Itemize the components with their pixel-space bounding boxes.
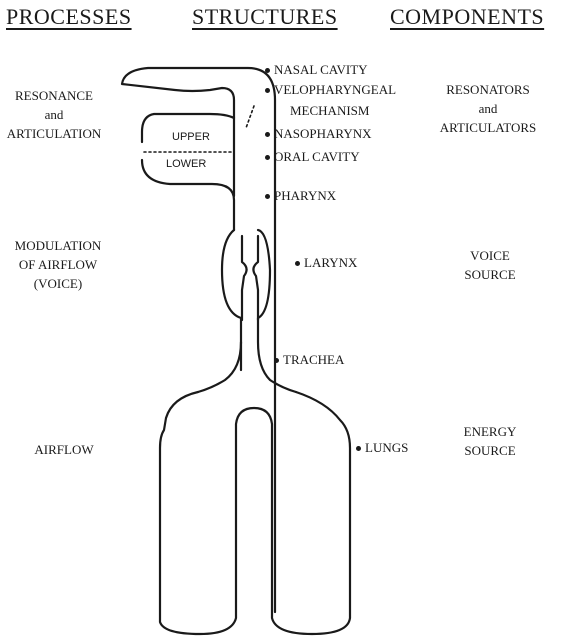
process-modulation-airflow: MODULATION OF AIRFLOW (VOICE): [10, 236, 106, 293]
structure-label: VELOPHARYNGEAL: [274, 82, 396, 97]
process-line: and: [6, 105, 102, 124]
structure-nasopharynx: NASOPHARYNX: [265, 126, 372, 141]
component-line: VOICE: [440, 246, 540, 265]
component-line: ARTICULATORS: [426, 118, 550, 137]
structure-label: NASOPHARYNX: [274, 126, 372, 141]
upper-label: UPPER: [172, 131, 210, 143]
process-resonance-articulation: RESONANCE and ARTICULATION: [6, 86, 102, 143]
structure-trachea: TRACHEA: [274, 352, 344, 367]
structure-label: LUNGS: [365, 440, 408, 455]
bullet-dot: [265, 88, 270, 93]
process-line: ARTICULATION: [6, 124, 102, 143]
process-line: RESONANCE: [6, 86, 102, 105]
vocal-fold-left: [242, 236, 247, 320]
structure-velopharyngeal: VELOPHARYNGEAL: [265, 82, 396, 97]
bullet-dot: [265, 194, 270, 199]
lower-oral-outline: [142, 160, 234, 230]
process-airflow: AIRFLOW: [16, 440, 112, 459]
lower-label: LOWER: [166, 158, 206, 170]
bullet-dot: [274, 358, 279, 363]
bullet-dot: [295, 261, 300, 266]
structure-larynx: LARYNX: [295, 255, 357, 270]
bullet-dot: [356, 446, 361, 451]
component-line: RESONATORS: [426, 80, 550, 99]
structure-pharynx: PHARYNX: [265, 188, 336, 203]
component-energy-source: ENERGY SOURCE: [440, 422, 540, 460]
component-line: and: [426, 99, 550, 118]
component-line: ENERGY: [440, 422, 540, 441]
larynx-left-outline: [198, 230, 241, 392]
bullet-dot: [265, 68, 270, 73]
lung-left: [160, 392, 350, 634]
process-line: (VOICE): [10, 274, 106, 293]
structure-mechanism: MECHANISM: [290, 103, 369, 118]
nasal-cavity-outline: [122, 68, 275, 612]
component-resonators-articulators: RESONATORS and ARTICULATORS: [426, 80, 550, 137]
component-line: SOURCE: [440, 265, 540, 284]
structure-label: TRACHEA: [283, 352, 344, 367]
vocal-fold-right: [253, 236, 258, 320]
structure-label: MECHANISM: [290, 103, 369, 118]
velopharyngeal-dotted: [246, 106, 254, 128]
bullet-dot: [265, 132, 270, 137]
structure-label: LARYNX: [304, 255, 357, 270]
component-line: SOURCE: [440, 441, 540, 460]
structure-lungs: LUNGS: [356, 440, 408, 455]
structure-label: ORAL CAVITY: [274, 149, 360, 164]
component-voice-source: VOICE SOURCE: [440, 246, 540, 284]
process-line: MODULATION: [10, 236, 106, 255]
larynx-right-outline: [258, 230, 296, 392]
structure-label: NASAL CAVITY: [274, 62, 368, 77]
process-line: OF AIRFLOW: [10, 255, 106, 274]
structure-label: PHARYNX: [274, 188, 336, 203]
process-line: AIRFLOW: [16, 440, 112, 459]
structure-oral-cavity: ORAL CAVITY: [265, 149, 360, 164]
structure-nasal-cavity: NASAL CAVITY: [265, 62, 368, 77]
bullet-dot: [265, 155, 270, 160]
